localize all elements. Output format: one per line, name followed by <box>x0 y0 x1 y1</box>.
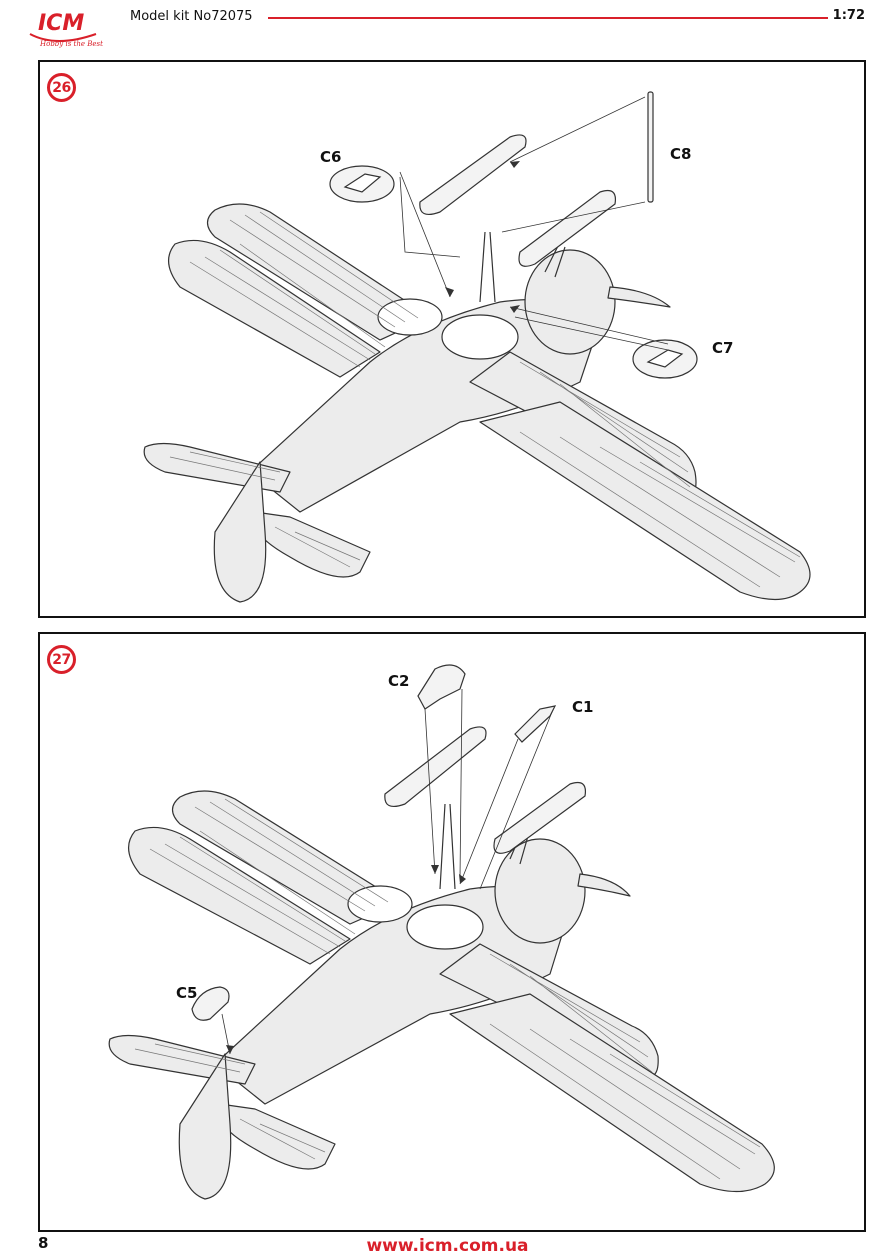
vertical-fin <box>213 461 267 603</box>
page-header: ICM Hobby is the Best Model kit No72075 … <box>0 0 895 55</box>
part-c2 <box>417 664 466 710</box>
page-number: 8 <box>38 1234 49 1252</box>
step-27-panel: 27 C2 C1 C5 <box>38 632 866 1232</box>
step-27-drawing <box>108 664 775 1200</box>
tail-plane-right <box>252 511 371 578</box>
rear-cockpit <box>377 298 443 336</box>
header-rule <box>268 17 828 19</box>
front-cockpit <box>406 904 484 950</box>
lower-left-wing <box>168 239 381 378</box>
lower-right-wing <box>449 993 775 1193</box>
upper-wing-section-left <box>419 134 527 215</box>
lower-right-wing <box>479 401 811 601</box>
scale-label: 1:72 <box>832 8 865 23</box>
callout-c8: C8 <box>670 145 692 163</box>
icm-logo: ICM Hobby is the Best <box>29 11 103 48</box>
upper-wing-section-right <box>493 781 587 854</box>
vertical-fin <box>178 1053 232 1200</box>
upper-wing-section-left <box>384 726 487 807</box>
lower-left-wing <box>128 826 351 965</box>
logo-tagline: Hobby is the Best <box>39 40 103 48</box>
logo-text: ICM <box>38 11 84 36</box>
step-26-panel: 26 C6 C8 C7 <box>38 60 866 618</box>
callout-c7: C7 <box>712 339 734 357</box>
part-c1 <box>514 705 557 743</box>
propeller-blade <box>607 286 671 308</box>
step-26-badge: 26 <box>47 73 76 102</box>
tail-plane-right <box>217 1103 336 1170</box>
part-c8 <box>647 91 654 203</box>
engine-cowling <box>524 249 616 355</box>
rear-cockpit <box>347 885 413 923</box>
engine-cowling <box>494 838 586 944</box>
callout-c6: C6 <box>320 148 342 166</box>
kit-title: Model kit No72075 <box>130 9 253 24</box>
callout-c1: C1 <box>572 698 594 716</box>
propeller-blade <box>577 873 631 897</box>
front-cockpit <box>441 314 519 360</box>
tail-plane <box>108 1034 256 1085</box>
callout-c5: C5 <box>176 984 198 1002</box>
callout-c2: C2 <box>388 672 410 690</box>
part-c5 <box>191 986 230 1021</box>
website-link[interactable]: www.icm.com.ua <box>366 1236 529 1256</box>
upper-wing-section-right <box>518 189 617 267</box>
step-27-badge: 27 <box>47 645 76 674</box>
tail-plane <box>143 442 291 493</box>
step-26-drawing <box>143 91 811 603</box>
